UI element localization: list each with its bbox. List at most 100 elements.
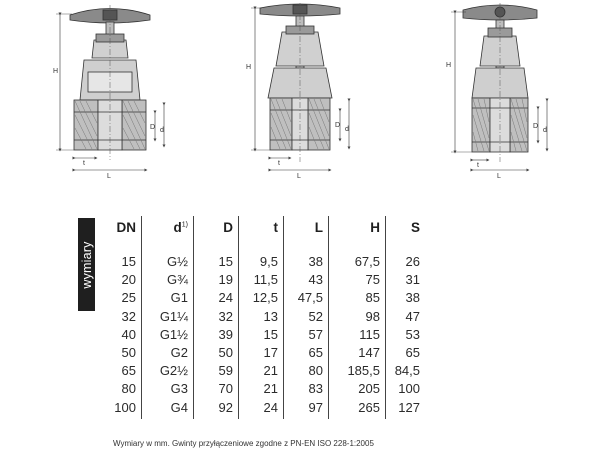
footnote: Wymiary w mm. Gwinty przyłączeniowe zgod…: [113, 439, 374, 448]
table-cell: G1: [170, 290, 188, 306]
dim-label-d-2: d: [345, 126, 349, 133]
dim-label-t-3: t: [477, 162, 479, 169]
valve-drawings: H L t D d H L: [0, 0, 600, 190]
table-cell: 38: [405, 290, 420, 306]
table-cell: 15: [218, 254, 233, 269]
table-cell: 65: [121, 363, 136, 379]
table-cell: 47: [405, 308, 420, 324]
table-cell: G2½: [159, 363, 188, 379]
table-column-H: H 67,5 75 85 98 115 147 185,5 205 265: [327, 216, 384, 419]
table-cell: 67,5: [354, 254, 380, 269]
table-cell: 92: [218, 399, 233, 415]
table-cell: 127: [398, 399, 420, 415]
table-cell: 53: [405, 326, 420, 342]
table-cell: 205: [358, 381, 380, 397]
table-cell: 50: [121, 345, 136, 360]
column-divider: [283, 216, 284, 419]
table-header-D: D: [223, 220, 233, 235]
table-cell: 32: [121, 308, 136, 324]
dim-label-L-2: L: [297, 173, 301, 180]
table-cell: 13: [263, 308, 278, 324]
table-cell: 20: [121, 272, 136, 288]
dim-label-L-1: L: [107, 173, 111, 180]
table-cell: 9,5: [259, 254, 278, 269]
table-header-t: t: [273, 220, 279, 235]
side-tab: wymiary: [78, 218, 95, 311]
table-header-L: L: [314, 220, 323, 235]
table-cell: 185,5: [347, 363, 380, 379]
table-cell: 52: [308, 308, 323, 324]
dim-label-L-3: L: [497, 173, 501, 180]
table-cell: 57: [308, 326, 323, 342]
dim-label-H-2: H: [246, 64, 251, 71]
column-divider: [238, 216, 239, 419]
table-cell: G½: [167, 254, 188, 269]
table-cell: 11,5: [253, 272, 278, 288]
table-cell: 40: [121, 326, 136, 342]
table-cell: G2: [170, 345, 188, 360]
valve-drawing-3: [451, 3, 549, 172]
table-cell: G1¼: [159, 308, 188, 324]
table-header-S: S: [410, 220, 420, 235]
table-cell: 147: [358, 345, 380, 360]
dim-label-D-2: D: [335, 122, 340, 129]
table-cell: 80: [121, 381, 136, 397]
table-cell: 32: [218, 308, 233, 324]
table-header-d: d1): [173, 220, 188, 235]
table-cell: 98: [365, 308, 380, 324]
column-divider: [141, 216, 142, 419]
table-cell: 15: [121, 254, 136, 269]
table-cell: 24: [218, 290, 233, 306]
table-cell: G1½: [159, 326, 188, 342]
table-cell: 65: [405, 345, 420, 360]
table-cell: 26: [405, 254, 420, 269]
table-cell: 50: [218, 345, 233, 360]
table-cell: 265: [358, 399, 380, 415]
table-cell: 17: [263, 345, 278, 360]
table-cell: 38: [308, 254, 323, 269]
table-cell: 85: [365, 290, 380, 306]
table-header-dn: DN: [116, 220, 137, 235]
table-header-H: H: [370, 220, 380, 235]
table-cell: 80: [308, 363, 323, 379]
table-cell: 59: [218, 363, 233, 379]
dim-label-d-1: d: [160, 127, 164, 134]
dim-label-t-2: t: [278, 160, 280, 167]
table-cell: 19: [218, 272, 233, 288]
table-cell: 115: [359, 326, 380, 342]
table-cell: 100: [398, 381, 420, 397]
table-cell: 97: [308, 399, 323, 415]
valve-drawing-1: [56, 5, 166, 172]
table-column-D: D 15 19 24 32 39 50 59 70 92: [192, 216, 237, 419]
table-cell: 75: [365, 272, 380, 288]
table-cell: 83: [308, 381, 323, 397]
table-cell: 15: [263, 326, 278, 342]
table-cell: 21: [263, 381, 278, 397]
dim-label-D-1: D: [150, 124, 155, 131]
side-tab-label: wymiary: [79, 240, 94, 289]
table-cell: 43: [308, 272, 323, 288]
table-header-footnote-mark: 1): [181, 221, 188, 229]
column-divider: [193, 216, 194, 419]
table-cell: 31: [405, 272, 420, 288]
column-divider: [385, 216, 386, 419]
table-cell: 24: [263, 399, 278, 415]
dim-label-d-3: d: [543, 127, 547, 134]
table-cell: G¾: [167, 272, 188, 288]
table-cell: 100: [114, 399, 136, 415]
table-cell: 39: [218, 326, 233, 342]
table-cell: 65: [308, 345, 323, 360]
valve-drawing-2: [251, 3, 351, 172]
dim-label-t-1: t: [83, 160, 85, 167]
table-cell: 70: [218, 381, 233, 397]
table-cell: G4: [170, 399, 188, 415]
dim-label-H-1: H: [53, 68, 58, 75]
table-cell: 21: [263, 363, 278, 379]
dim-label-D-3: D: [533, 123, 538, 130]
table-cell: G3: [170, 381, 188, 397]
